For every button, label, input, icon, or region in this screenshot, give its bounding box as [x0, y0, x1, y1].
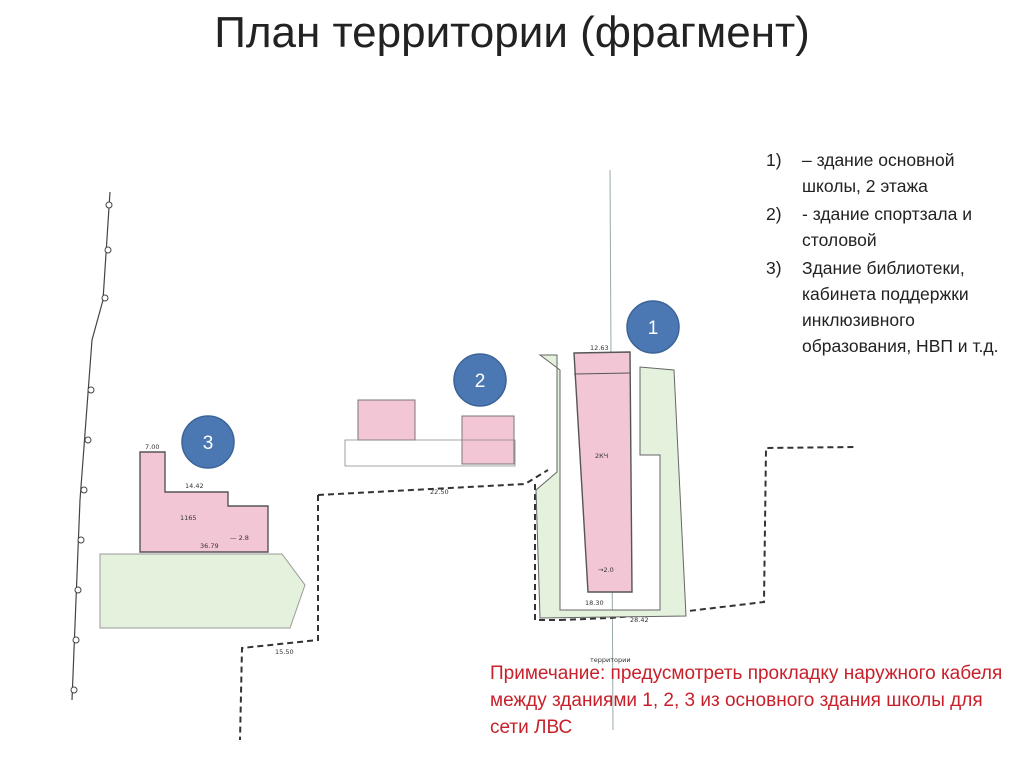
- building-1: [573, 351, 633, 593]
- svg-text:7.00: 7.00: [145, 443, 159, 451]
- svg-text:— 2.8: — 2.8: [230, 534, 249, 542]
- legend-item-3: 3) Здание библиотеки, кабинета поддержки…: [766, 258, 999, 356]
- building-3: [139, 451, 269, 553]
- svg-text:36.79: 36.79: [200, 542, 219, 550]
- svg-text:→2.0: →2.0: [598, 566, 614, 574]
- legend-item-2: 2) - здание спортзала и столовой: [766, 204, 972, 250]
- legend-list: 1) – здание основной школы, 2 этажа 2) -…: [766, 147, 1016, 361]
- boundary-line-left: [70, 191, 113, 701]
- green-zone-main: [535, 354, 687, 619]
- svg-text:1165: 1165: [180, 514, 197, 522]
- legend-item-1: 1) – здание основной школы, 2 этажа: [766, 150, 955, 196]
- green-zone-west: [99, 553, 306, 629]
- svg-text:территории: территории: [590, 656, 631, 664]
- building-marker-3: 3: [181, 415, 235, 469]
- svg-text:15.50: 15.50: [275, 648, 294, 656]
- svg-text:1: 1: [648, 318, 659, 339]
- svg-text:3: 3: [203, 433, 214, 454]
- cable-note: Примечание: предусмотреть прокладку нару…: [490, 663, 1003, 738]
- svg-text:2КЧ: 2КЧ: [595, 452, 608, 460]
- svg-text:12.63: 12.63: [590, 344, 609, 352]
- fence-dashed: [239, 446, 856, 741]
- svg-text:22.50: 22.50: [430, 488, 449, 496]
- building-marker-2: 2: [453, 353, 507, 407]
- svg-text:14.42: 14.42: [185, 482, 204, 490]
- svg-text:28.42: 28.42: [630, 616, 649, 624]
- slide-title: План территории (фрагмент): [214, 8, 810, 57]
- building-marker-1: 1: [626, 300, 680, 354]
- svg-text:18.30: 18.30: [585, 599, 604, 607]
- building-2-west: [357, 399, 416, 441]
- svg-text:2: 2: [475, 371, 486, 392]
- building-2-connector: [344, 439, 516, 467]
